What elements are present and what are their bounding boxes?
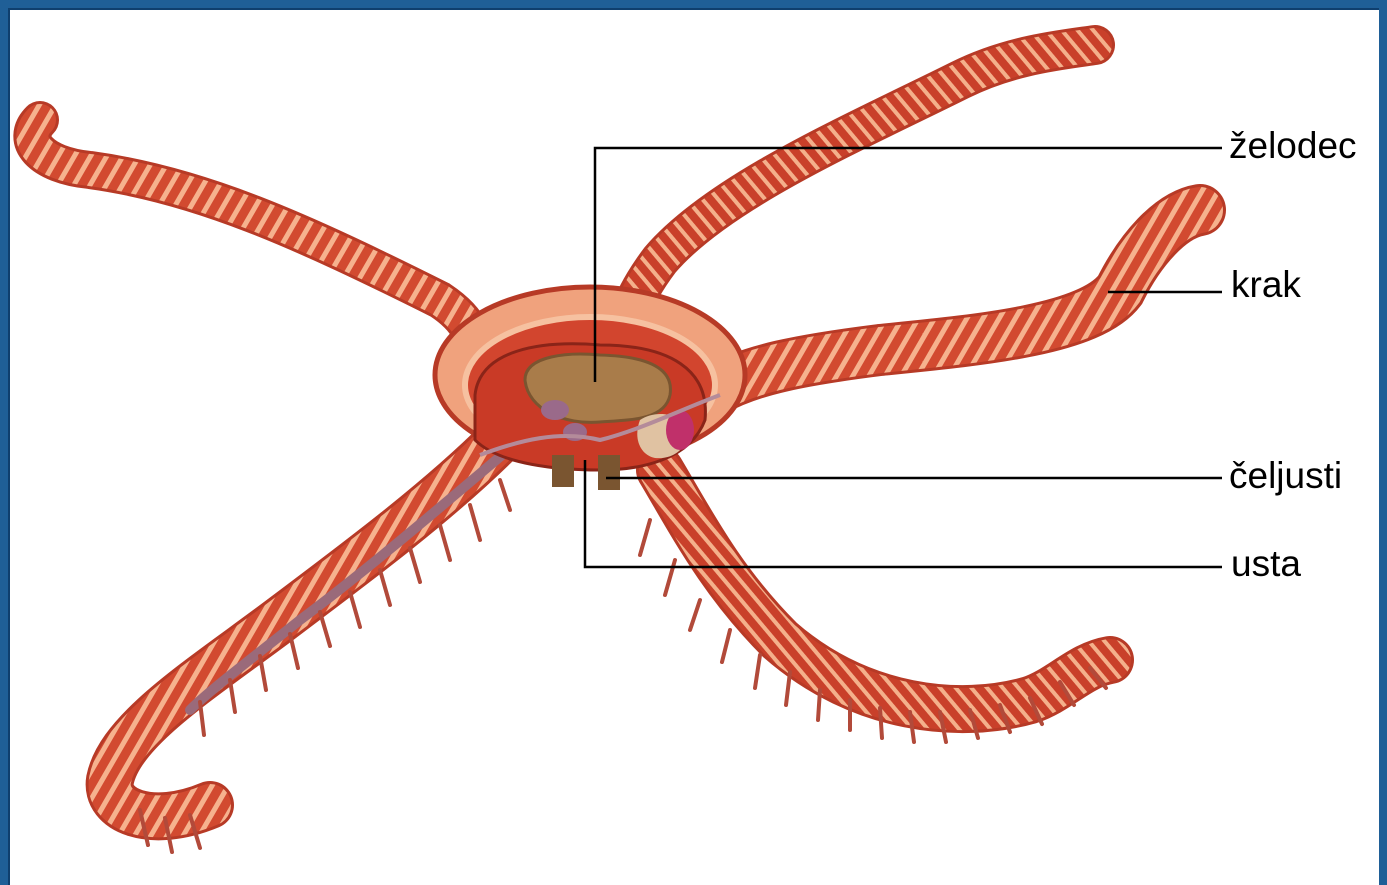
label-jaws: čeljusti (1229, 457, 1342, 494)
arm-right (715, 210, 1200, 390)
arm-lower-right (640, 470, 1110, 742)
label-stomach: želodec (1229, 127, 1357, 164)
label-arm: krak (1231, 266, 1301, 303)
arm-lower-left (110, 440, 520, 852)
jaw-right (598, 455, 620, 490)
arm-upper-left (32, 120, 473, 370)
jaw-left (552, 455, 574, 487)
label-mouth: usta (1231, 545, 1301, 582)
